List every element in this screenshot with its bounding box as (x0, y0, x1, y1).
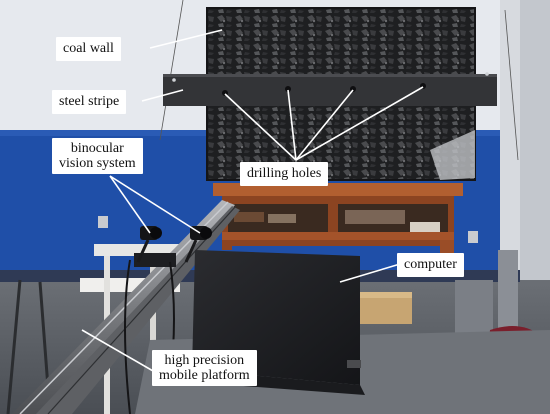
label-steel-stripe: steel stripe (52, 90, 127, 114)
label-drilling-holes: drilling holes (240, 162, 329, 186)
label-binocular-line2: vision system (59, 156, 136, 171)
label-binocular-line1: binocular (70, 141, 124, 156)
label-platform-line2: mobile platform (159, 368, 250, 383)
steel-stripe (163, 72, 497, 106)
drilling-hole (420, 83, 426, 89)
label-binocular-vision-system: binocular vision system (52, 138, 143, 174)
label-high-precision-mobile-platform: high precision mobile platform (152, 350, 257, 386)
drilling-hole (285, 86, 291, 92)
label-computer: computer (397, 253, 464, 277)
drilling-hole (222, 90, 228, 96)
label-coal-wall: coal wall (56, 37, 121, 61)
drilling-hole (350, 86, 356, 92)
label-platform-line1: high precision (164, 353, 245, 368)
